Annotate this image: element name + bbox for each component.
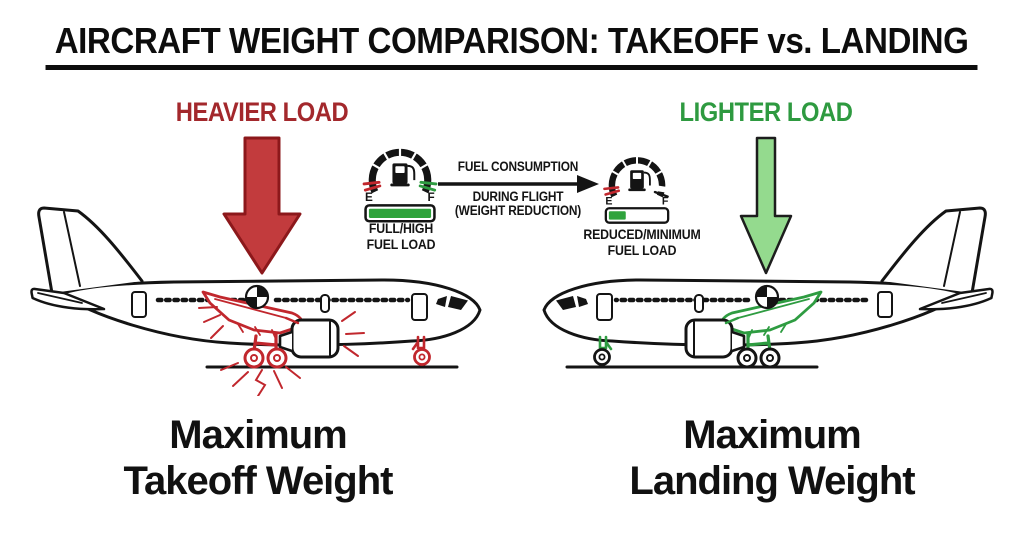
fuel-pump-icon <box>628 170 651 192</box>
landing-weight-line2: Landing Weight <box>629 459 915 504</box>
weight-reduction-label: (WEIGHT REDUCTION) <box>454 203 582 218</box>
gauge-f-label: F <box>662 195 669 207</box>
gauge-end-tick <box>653 190 669 198</box>
fuel-consumption-label: FUEL CONSUMPTION <box>457 159 579 174</box>
heavier-load-header: HEAVIER LOAD <box>132 99 392 126</box>
page-title: AIRCRAFT WEIGHT COMPARISON: TAKEOFF vs. … <box>45 20 979 71</box>
reduced-fuel-caption-line1: REDUCED/MINIMUM <box>583 226 701 242</box>
gauge-e-label: E <box>605 195 612 207</box>
fuel-pump-icon <box>390 163 416 187</box>
fuel-gauge-full: E F <box>362 144 438 223</box>
fuel-flow-mid-label-wrap: DURING FLIGHT <box>438 189 598 204</box>
takeoff-weight-line1: Maximum <box>169 413 348 457</box>
fuel-gauge-reduced: E F <box>603 152 671 224</box>
gauge-empty-red-ticks <box>603 186 621 196</box>
heavier-load-label: HEAVIER LOAD <box>175 97 349 127</box>
green-down-arrow-icon <box>739 136 793 275</box>
takeoff-weight-line2: Takeoff Weight <box>123 459 394 504</box>
full-fuel-caption-line2: FUEL LOAD <box>366 235 436 252</box>
right-arrow-icon <box>438 175 599 193</box>
gauge-tick-marks <box>368 144 432 171</box>
red-down-arrow-icon <box>222 136 302 275</box>
header: AIRCRAFT WEIGHT COMPARISON: TAKEOFF vs. … <box>0 20 1024 71</box>
full-fuel-caption: FULL/HIGH FUEL LOAD <box>330 220 472 252</box>
gauge-tick-marks <box>608 152 666 177</box>
takeoff-airplane-illustration <box>24 196 504 396</box>
fuel-level-fill <box>608 211 626 220</box>
takeoff-weight-caption: Maximum Takeoff Weight <box>106 412 410 505</box>
gauge-full-green-ticks <box>418 180 438 192</box>
lighter-load-header: LIGHTER LOAD <box>636 99 896 126</box>
gauge-e-label: E <box>365 191 373 204</box>
during-flight-label: DURING FLIGHT <box>472 189 564 204</box>
reduced-fuel-caption: REDUCED/MINIMUM FUEL LOAD <box>558 226 726 258</box>
fuel-flow-top-label-wrap: FUEL CONSUMPTION <box>438 159 598 174</box>
full-fuel-caption-line1: FULL/HIGH <box>368 220 434 236</box>
fuel-flow-bottom-label-wrap: (WEIGHT REDUCTION) <box>428 203 608 218</box>
gauge-empty-red-ticks <box>362 180 382 192</box>
reduced-fuel-caption-line2: FUEL LOAD <box>607 241 677 258</box>
gauge-f-label: F <box>427 191 434 204</box>
gauge-arc-gap <box>654 185 671 194</box>
fuel-level-fill <box>368 208 432 218</box>
landing-weight-line1: Maximum <box>683 413 862 457</box>
lighter-load-label: LIGHTER LOAD <box>679 97 853 127</box>
landing-weight-caption: Maximum Landing Weight <box>620 412 924 505</box>
landing-airplane-illustration <box>520 196 1000 396</box>
